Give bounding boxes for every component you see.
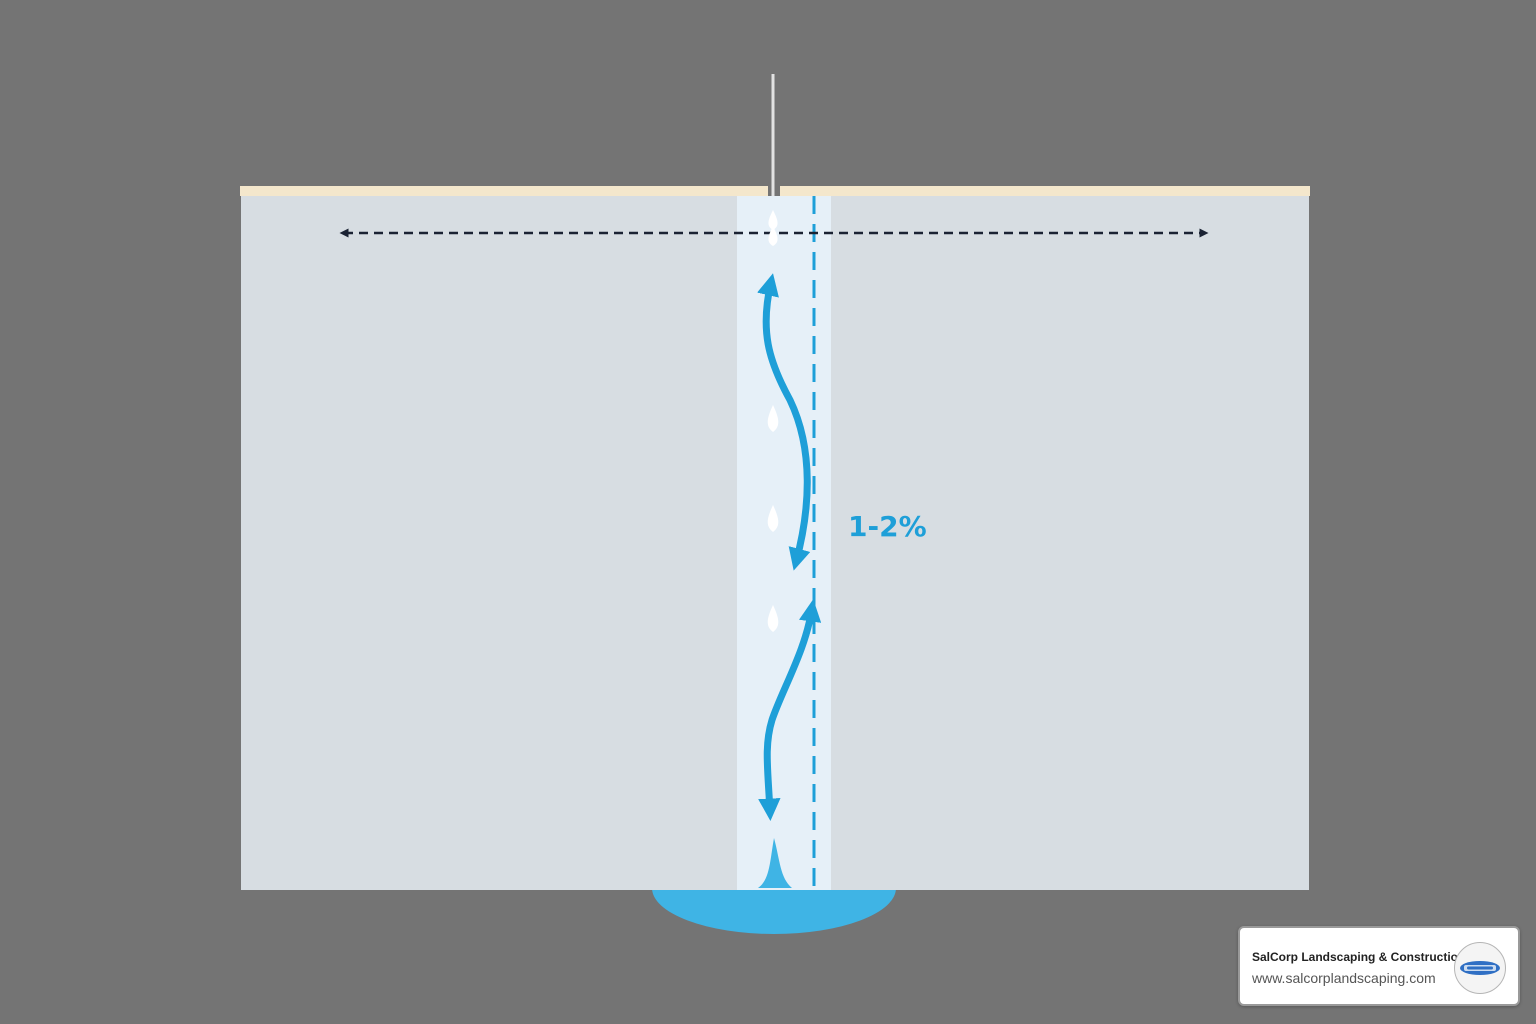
curved-arrow-icon <box>757 273 811 571</box>
brand-url: www.salcorplandscaping.com <box>1252 970 1436 986</box>
right-slab <box>831 196 1309 890</box>
salcorp-logo-icon <box>1454 942 1506 994</box>
water-drop-icon <box>768 226 778 246</box>
top-layer-left <box>240 186 768 196</box>
curved-arrow-icon <box>758 599 822 821</box>
water-drop-icon <box>768 210 778 230</box>
left-slab <box>241 196 737 890</box>
brand-watermark: SalCorp Landscaping & Construction www.s… <box>1238 926 1520 1006</box>
slope-label: 1-2% <box>848 510 927 543</box>
top-layer-right <box>780 186 1310 196</box>
joint-channel <box>737 196 831 890</box>
brand-name: SalCorp Landscaping & Construction <box>1252 950 1466 964</box>
water-spout <box>758 838 792 888</box>
